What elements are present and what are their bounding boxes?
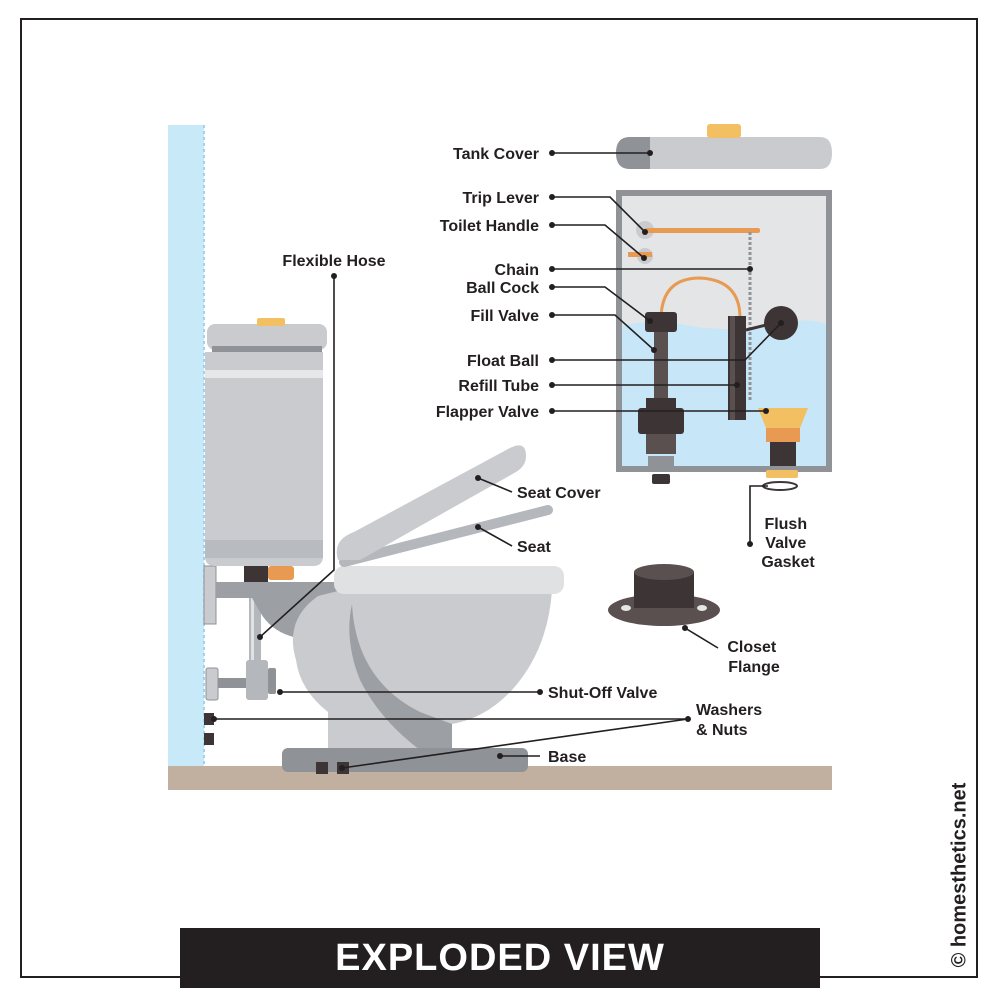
label-valve: Valve (765, 535, 806, 552)
label-fill-valve: Fill Valve (471, 308, 540, 325)
label-trip-lever: Trip Lever (463, 190, 539, 207)
tank-lid (207, 324, 327, 350)
labels: Tank Cover Trip Lever Toilet Handle Chai… (282, 146, 815, 766)
label-closet: Closet (727, 639, 777, 656)
label-gasket: Gasket (761, 554, 815, 571)
shut-off-valve-shape (246, 660, 268, 700)
label-toilet-handle: Toilet Handle (440, 218, 539, 235)
tank-cover-shape (616, 137, 832, 169)
label-flush: Flush (764, 516, 807, 533)
copyright-credit: © homesthetics.net (948, 782, 971, 968)
label-flange: Flange (728, 659, 780, 676)
assembled-toilet (203, 318, 564, 774)
trip-lever-shape (645, 228, 760, 233)
title-banner: EXPLODED VIEW (180, 928, 820, 988)
wall-flange (203, 565, 217, 625)
label-chain: Chain (495, 262, 539, 279)
label-seat: Seat (517, 539, 551, 556)
label-washers-nuts: Washers & Nuts (696, 702, 767, 739)
exploded-tank (608, 124, 832, 626)
flapper-valve-shape (758, 408, 808, 428)
label-washers: Washers (696, 702, 762, 719)
label-tank-cover: Tank Cover (453, 146, 539, 163)
label-flapper-valve: Flapper Valve (436, 404, 539, 421)
page-title: EXPLODED VIEW (335, 937, 665, 979)
flush-valve-gasket-shape (762, 481, 798, 491)
label-seat-cover: Seat Cover (517, 485, 601, 502)
label-ball-cock: Ball Cock (466, 280, 539, 297)
label-and-nuts: & Nuts (696, 722, 748, 739)
label-closet-flange: Closet Flange (727, 639, 780, 676)
label-refill-tube: Refill Tube (458, 378, 539, 395)
wall (168, 125, 204, 770)
label-flexible-hose: Flexible Hose (282, 253, 385, 270)
leader-lines (211, 150, 784, 771)
seat-shape (339, 505, 553, 567)
label-shut-off-valve: Shut-Off Valve (548, 685, 657, 702)
seat-cover-shape (336, 445, 526, 560)
label-flush-valve-gasket: Flush Valve Gasket (761, 516, 815, 571)
label-float-ball: Float Ball (467, 353, 539, 370)
label-base: Base (548, 749, 586, 766)
seat-ring (334, 566, 564, 594)
tank-body (205, 352, 323, 566)
bowl (292, 590, 552, 750)
